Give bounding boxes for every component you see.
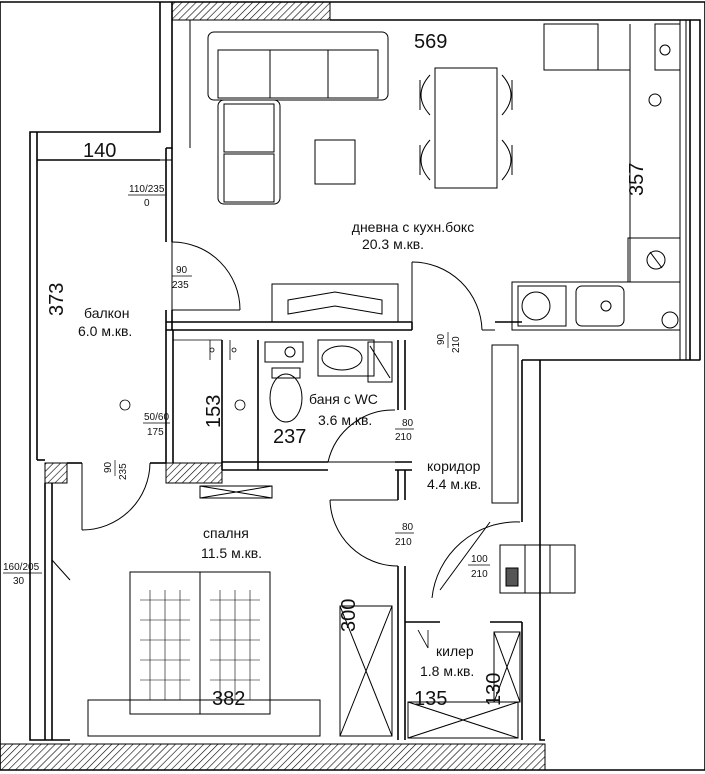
corridor-area: 4.4 м.кв. <box>427 476 481 492</box>
coffee-table <box>314 139 356 185</box>
dim-living-width: 569 <box>414 31 447 53</box>
small-window-width: 50/60 <box>144 412 169 423</box>
bedroom-balcony-door-height: 235 <box>118 463 129 480</box>
bedroom-door-height: 210 <box>395 537 412 548</box>
closet-shelves <box>407 631 521 739</box>
living-door-width: 90 <box>176 265 188 276</box>
dimension-labels: 569 357 140 373 153 237 300 382 135 130 <box>46 31 648 710</box>
closet-door-width: 100 <box>471 554 488 565</box>
small-window-height: 175 <box>147 427 164 438</box>
closet-area: 1.8 м.кв. <box>420 663 474 679</box>
bedroom-window-height: 30 <box>13 576 25 587</box>
shower-area <box>119 339 246 411</box>
bedroom-window-width: 160/205 <box>3 562 40 573</box>
bedroom-door-width: 80 <box>402 522 414 533</box>
entry-door-width: 90 <box>436 333 447 345</box>
light-switch-icons <box>209 347 429 649</box>
bath-area: 3.6 м.кв. <box>318 412 372 428</box>
bed <box>87 571 321 737</box>
bath-name: баня с WC <box>309 391 378 407</box>
corridor-name: коридор <box>427 458 481 474</box>
dim-bedroom-depth: 300 <box>338 599 360 632</box>
balcony-window-width: 110/235 <box>129 184 165 195</box>
corridor-wardrobe <box>491 344 519 504</box>
bedroom-name: спалня <box>203 525 249 541</box>
room-labels: дневна с кухн.бокс 20.3 м.кв. балкон 6.0… <box>78 219 481 679</box>
dim-balcony-width: 140 <box>83 140 116 162</box>
opening-labels: 110/235 0 90 235 90 210 50/60 175 80 210… <box>3 184 490 587</box>
bedroom-area: 11.5 м.кв. <box>201 545 262 561</box>
dim-bath-depth: 153 <box>203 395 225 428</box>
bath-door-width: 80 <box>402 418 414 429</box>
dim-closet-depth: 130 <box>483 673 505 706</box>
dim-bedroom-width: 382 <box>212 688 245 710</box>
dim-balcony-length: 373 <box>46 283 68 316</box>
living-room-area: 20.3 м.кв. <box>362 236 424 252</box>
dim-closet-width: 135 <box>414 688 447 710</box>
balcony-area: 6.0 м.кв. <box>78 323 132 339</box>
dim-bath-width: 237 <box>273 426 306 448</box>
entry-door-height: 210 <box>451 336 462 353</box>
balcony-name: балкон <box>84 305 129 321</box>
living-room-name: дневна с кухн.бокс <box>352 219 474 235</box>
closet-name: килер <box>436 643 474 659</box>
dim-living-depth: 357 <box>626 163 648 196</box>
bedroom-balcony-door-width: 90 <box>103 461 114 473</box>
closet-door-height: 210 <box>471 569 488 580</box>
bedroom-wardrobe <box>339 605 393 737</box>
corridor-bench <box>499 544 576 594</box>
living-door-height: 235 <box>172 280 189 291</box>
dining-set <box>419 67 513 189</box>
sofa <box>207 31 389 205</box>
bath-door-height: 210 <box>395 432 412 443</box>
bathroom-fixtures <box>264 339 393 423</box>
balcony-window-height: 0 <box>144 198 150 209</box>
tv-console <box>271 283 399 323</box>
kitchen-units <box>511 23 681 331</box>
radiator <box>199 485 273 499</box>
